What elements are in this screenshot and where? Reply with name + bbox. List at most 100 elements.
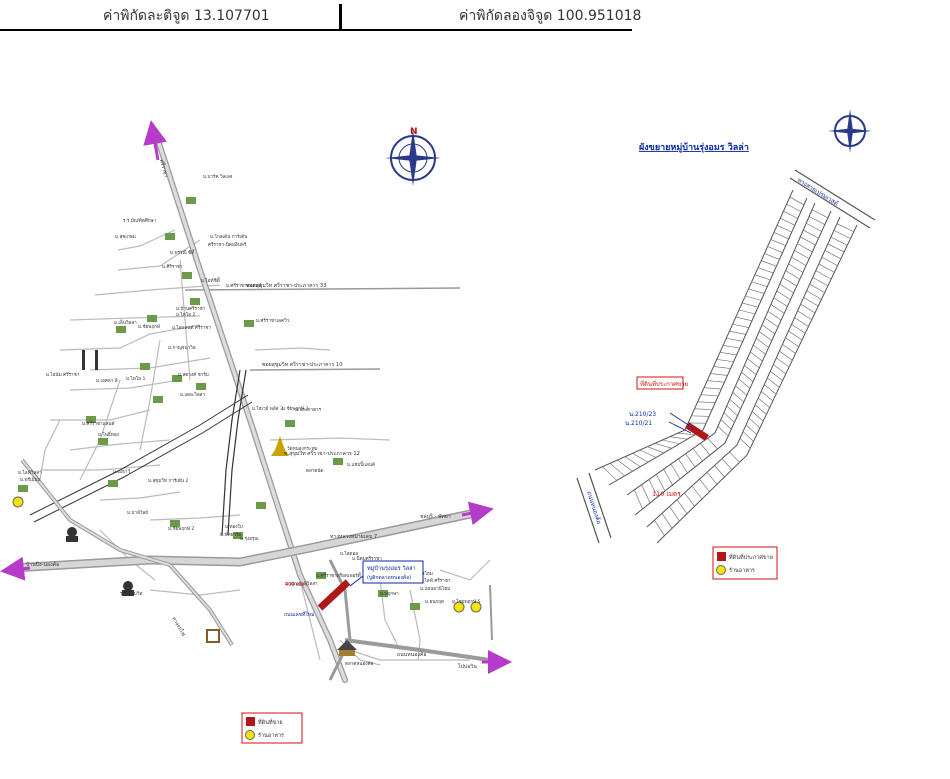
lot-divider <box>723 344 740 349</box>
lot-divider <box>726 337 743 342</box>
soi-33-road <box>184 287 461 291</box>
soi-33-label: ซอยสุขุมวิท ศรีราชา-ประภาคาร 33 <box>246 282 327 289</box>
lot-divider <box>773 297 788 307</box>
lot-divider <box>785 337 799 348</box>
place-label: ม.พรีเมี่ยม <box>20 476 40 483</box>
place-label: ม.ไอดอล <box>340 550 358 557</box>
place-label: ม.โกลเด้น การ์เด้น <box>210 233 248 240</box>
place-label: ร.ร.สุขุมวิท <box>120 591 142 597</box>
lot-divider <box>719 352 737 356</box>
place-label: ม.เดอะวิลล่า <box>180 392 205 398</box>
lot-divider <box>794 317 809 327</box>
lot-divider <box>779 350 793 361</box>
lot-divider <box>830 236 848 246</box>
lot-divider <box>661 513 673 529</box>
lot-divider <box>770 239 786 247</box>
lot-divider <box>704 387 722 390</box>
place-label: ม.เมธาวี <box>113 468 130 475</box>
lot-divider <box>662 439 680 445</box>
place-label: ม.ทองใบ <box>225 524 243 530</box>
lot-divider <box>716 359 734 363</box>
site-plan-title: ผังขยายหมู่บ้านรุ่งอมร วิลล่า <box>639 142 749 153</box>
lot-divider <box>818 263 835 273</box>
place-label: ร.ร.บัณฑิตศึกษา <box>123 217 157 224</box>
lot-divider <box>732 392 744 403</box>
lot-divider <box>751 411 764 422</box>
target-plot <box>317 579 351 611</box>
nearby-road-label: ถนนเลขที่ใหม่ <box>284 611 314 618</box>
lot-divider <box>700 394 719 397</box>
lot-divider <box>773 232 789 240</box>
lot-divider <box>735 385 748 396</box>
lot-divider <box>720 419 732 430</box>
svg-text:N: N <box>410 127 418 137</box>
lot-divider <box>721 458 733 470</box>
lot-divider <box>786 203 802 212</box>
lot-divider <box>800 303 816 314</box>
lot-divider <box>742 431 754 442</box>
longitude-label: ค่าพิกัดลองจิจูด 100.951018 <box>459 8 642 24</box>
lot-divider <box>800 236 816 246</box>
railway-label: ทางรถไฟ <box>170 615 188 638</box>
lot-divider <box>632 453 649 463</box>
place-label: ม.ไทโย 2 <box>176 311 195 318</box>
lot-divider <box>761 391 774 402</box>
top-road <box>794 169 876 221</box>
lot-divider <box>757 267 774 274</box>
target-callout: หมู่บ้านรุ่งอมร วิลล่า (บูติกตลาดหนองค้อ… <box>349 560 424 587</box>
lot-divider <box>748 288 765 294</box>
lot-divider <box>791 256 807 266</box>
lot-divider <box>717 426 729 437</box>
lot-divider <box>758 397 770 408</box>
lot-divider <box>742 302 759 308</box>
lot-divider <box>669 436 688 440</box>
lot-divider <box>782 277 797 287</box>
lot-divider <box>738 309 756 315</box>
lot-divider <box>648 479 658 498</box>
marker-yellow-3 <box>470 601 482 613</box>
lot-divider <box>797 243 813 253</box>
place-label: ม.ไทโย 1 <box>126 375 145 382</box>
lot-divider <box>776 225 792 233</box>
place-label: ม.นิคมศรีราชา <box>352 555 382 562</box>
right-legend-marker-label: ร้านอาหาร <box>729 567 755 574</box>
right-legend: ที่ดินที่ประกาศขาย ร้านอาหาร <box>712 546 778 580</box>
lot-divider <box>663 469 673 486</box>
lot-divider <box>678 458 688 474</box>
market-icon <box>337 640 357 656</box>
lot-divider <box>692 448 703 462</box>
lot-divider <box>770 370 783 381</box>
soi-10-road <box>249 368 381 371</box>
lot-divider <box>761 324 776 335</box>
legend-school-label: ร้านอาหาร <box>258 732 284 739</box>
place-label: ม.โพธิ์ทอง <box>98 430 119 438</box>
lot-divider <box>791 324 806 334</box>
place-label: ม.ไอแลนด์ ศรีราชา <box>172 324 211 331</box>
place-label: ม.ศิริราชา <box>162 264 183 270</box>
place-label: ตลาดหนองค้อ <box>345 661 374 667</box>
lot-divider <box>670 463 681 480</box>
target-sublabel: (บูติกตลาดหนองค้อ) <box>367 574 411 581</box>
place-label: ม.สตางค์ ชาร์ม <box>178 371 209 378</box>
top-road-label: ทางสายเปรมเวสต์ <box>796 176 840 208</box>
lot-divider <box>732 323 749 328</box>
lighthouse-icon <box>82 350 98 370</box>
lot-divider <box>806 223 822 232</box>
lot-divider <box>809 283 825 293</box>
lot-divider <box>602 466 618 481</box>
place-label: ม.ศรีราชาสแตนด์ <box>226 282 262 289</box>
place-label: ม.ศรีราชาเลควิว <box>256 317 290 324</box>
lot-divider <box>735 316 753 322</box>
lot-1-label: น.210/23 <box>629 411 656 418</box>
place-label: ม.สุขเกษม <box>115 234 136 240</box>
lot-divider <box>609 463 625 477</box>
place-label: ม.แฮปปี้แลนด์ <box>347 461 375 468</box>
lot-divider <box>773 364 787 375</box>
site-target-plot <box>685 422 709 441</box>
place-label: ม.สุขุมวิท การ์เด้น 2 <box>148 477 189 484</box>
place-label: ม.มาลีวัลย์ <box>127 509 148 516</box>
place-label: ม.ไชยพฤกษ์ 5 <box>452 598 481 605</box>
lot-divider <box>797 310 812 320</box>
left-legend: ที่ดินที่ขาย ร้านอาหาร <box>241 712 303 744</box>
lot-divider <box>706 472 718 485</box>
